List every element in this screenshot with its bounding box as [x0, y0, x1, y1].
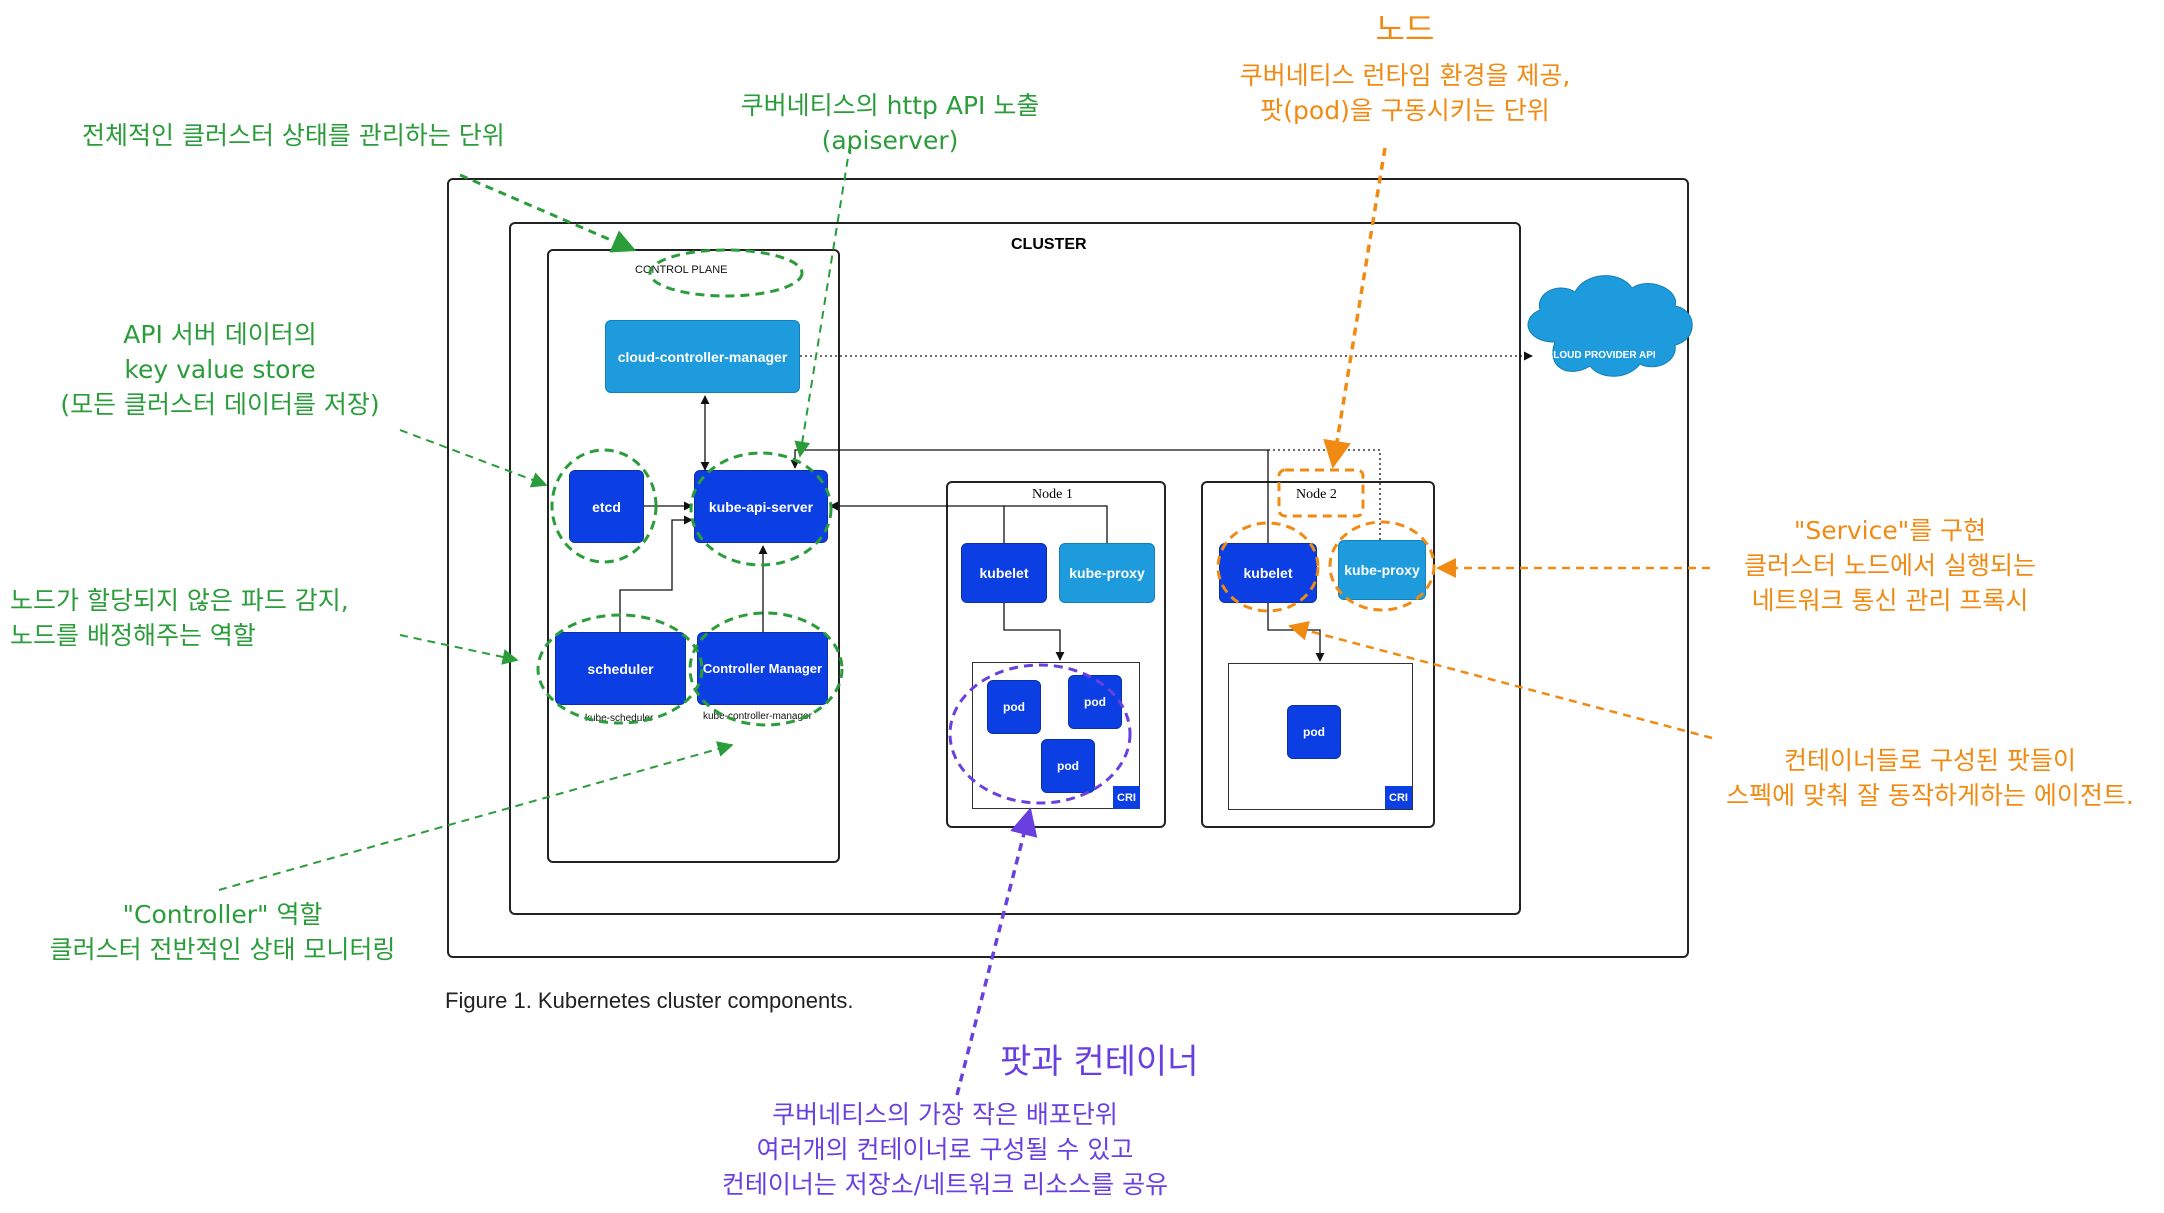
- annotation-etcd: API 서버 데이터의 key value store (모든 클러스터 데이터…: [30, 317, 410, 422]
- annotation-scheduler-line2: 노드를 배정해주는 역할: [10, 621, 256, 650]
- cluster-label: CLUSTER: [1011, 236, 1087, 253]
- annotation-controller-line1: "Controller" 역할: [122, 900, 323, 929]
- annotation-scheduler-line1: 노드가 할당되지 않은 파드 감지,: [10, 586, 349, 615]
- annotation-service-line1: "Service"를 구현: [1793, 516, 1987, 545]
- kube-controller-manager-label: kube-controller-manager: [703, 711, 812, 722]
- annotation-controller-line2: 클러스터 전반적인 상태 모니터링: [49, 935, 396, 964]
- annotation-node-line2: 팟(pod)을 구동시키는 단위: [1260, 96, 1550, 125]
- node2-kubelet[interactable]: kubelet: [1219, 543, 1317, 603]
- annotation-control-plane: 전체적인 클러스터 상태를 관리하는 단위: [82, 121, 505, 150]
- annotation-etcd-line2: key value store: [124, 355, 316, 384]
- cloud-controller-manager[interactable]: cloud-controller-manager: [605, 320, 800, 393]
- annotation-scheduler: 노드가 할당되지 않은 파드 감지, 노드를 배정해주는 역할: [10, 583, 349, 653]
- annotation-apiserver-line2: (apiserver): [821, 126, 959, 155]
- annotation-apiserver: 쿠버네티스의 http API 노출 (apiserver): [710, 88, 1070, 158]
- annotation-etcd-line1: API 서버 데이터의: [123, 320, 317, 349]
- annotation-etcd-line3: (모든 클러스터 데이터를 저장): [60, 390, 380, 419]
- node1-pod-3[interactable]: pod: [1041, 739, 1095, 793]
- annotation-apiserver-line1: 쿠버네티스의 http API 노출: [740, 91, 1040, 120]
- annotation-pod-line3: 컨테이너는 저장소/네트워크 리소스를 공유: [721, 1170, 1169, 1199]
- annotation-node: 쿠버네티스 런타임 환경을 제공, 팟(pod)을 구동시키는 단위: [1205, 58, 1605, 128]
- annotation-node-line1: 쿠버네티스 런타임 환경을 제공,: [1239, 61, 1571, 90]
- node1-kubelet[interactable]: kubelet: [961, 543, 1047, 603]
- figure-caption: Figure 1. Kubernetes cluster components.: [445, 988, 854, 1013]
- annotation-controller: "Controller" 역할 클러스터 전반적인 상태 모니터링: [20, 897, 425, 967]
- annotation-pod-line2: 여러개의 컨테이너로 구성될 수 있고: [756, 1135, 1134, 1164]
- annotation-service-line3: 네트워크 통신 관리 프록시: [1751, 586, 2029, 615]
- annotation-pod-title: 팟과 컨테이너: [1000, 1042, 1199, 1082]
- cloud-provider-api[interactable]: CLOUD PROVIDER API: [1546, 350, 1656, 361]
- controller-manager[interactable]: Controller Manager: [697, 632, 828, 705]
- node1-cri-badge: CRI: [1113, 786, 1140, 809]
- node2-pod[interactable]: pod: [1287, 705, 1341, 759]
- kube-api-server[interactable]: kube-api-server: [694, 470, 828, 543]
- node2-label: Node 2: [1296, 487, 1337, 502]
- node1-kube-proxy[interactable]: kube-proxy: [1059, 543, 1155, 603]
- annotation-service: "Service"를 구현 클러스터 노드에서 실행되는 네트워크 통신 관리 …: [1700, 513, 2080, 618]
- node1-pod-1[interactable]: pod: [987, 680, 1041, 734]
- annotation-kubelet-line2: 스펙에 맞춰 잘 동작하게하는 에이전트.: [1726, 781, 2134, 810]
- annotation-pod: 쿠버네티스의 가장 작은 배포단위 여러개의 컨테이너로 구성될 수 있고 컨테…: [680, 1097, 1210, 1202]
- node1-pod-2[interactable]: pod: [1068, 675, 1122, 729]
- etcd[interactable]: etcd: [569, 470, 644, 543]
- annotation-kubelet-line1: 컨테이너들로 구성된 팟들이: [1784, 746, 2076, 775]
- node2-cri-badge: CRI: [1385, 786, 1412, 809]
- annotation-node-title: 노드: [1375, 10, 1435, 48]
- annotation-service-line2: 클러스터 노드에서 실행되는: [1744, 551, 2036, 580]
- annotation-kubelet: 컨테이너들로 구성된 팟들이 스펙에 맞춰 잘 동작하게하는 에이전트.: [1700, 743, 2160, 813]
- scheduler[interactable]: scheduler: [555, 632, 686, 705]
- node2-kube-proxy[interactable]: kube-proxy: [1338, 540, 1426, 600]
- control-plane-label: CONTROL PLANE: [635, 264, 728, 276]
- kube-scheduler-label: kube-scheduler: [585, 713, 654, 724]
- node1-label: Node 1: [1032, 487, 1073, 502]
- annotation-pod-line1: 쿠버네티스의 가장 작은 배포단위: [772, 1100, 1118, 1129]
